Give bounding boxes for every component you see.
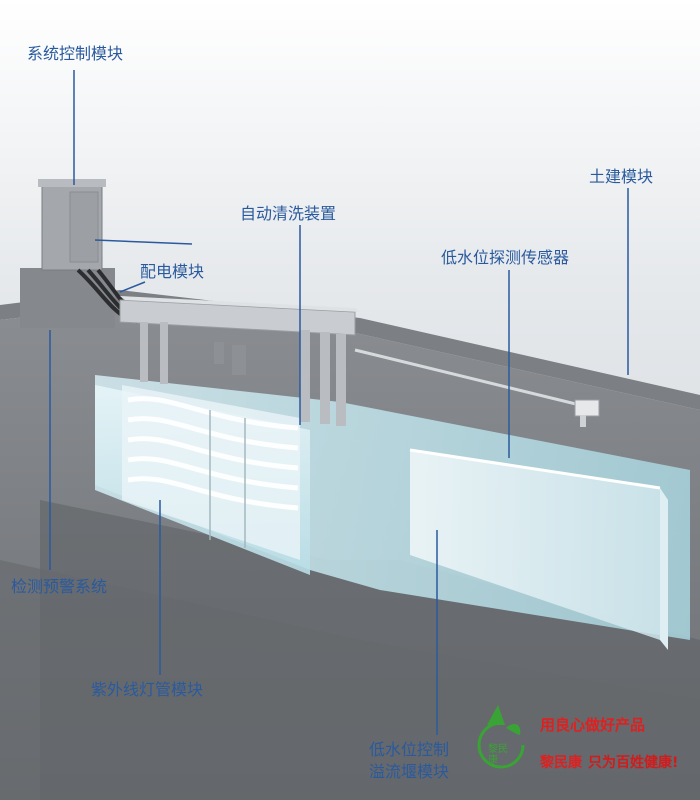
label-weir-line1: 低水位控制 xyxy=(369,740,449,760)
slogan-line1: 用良心做好产品 xyxy=(540,714,645,735)
label-civil: 土建模块 xyxy=(589,167,653,187)
cabinet-door xyxy=(70,192,98,262)
label-low-water-sensor: 低水位探测传感器 xyxy=(441,248,569,268)
label-power: 配电模块 xyxy=(140,262,204,282)
control-cabinet-lid xyxy=(38,179,106,187)
slogan-tail: 只为百姓健康! xyxy=(588,755,678,771)
slogan-line2: 黎民康只为百姓健康! xyxy=(540,752,678,772)
label-system-control: 系统控制模块 xyxy=(27,44,123,64)
label-auto-clean: 自动清洗装置 xyxy=(240,204,336,224)
slogan-brand: 黎民康 xyxy=(540,755,582,771)
low-water-sensor-body xyxy=(575,400,599,416)
label-monitor-alarm: 检测预警系统 xyxy=(11,577,107,597)
label-uv-lamp: 紫外线灯管模块 xyxy=(91,680,203,700)
logo-lettering: 黎民康 xyxy=(488,744,516,766)
label-weir-line2: 溢流堰模块 xyxy=(369,762,449,782)
cabinet-base xyxy=(20,268,115,328)
